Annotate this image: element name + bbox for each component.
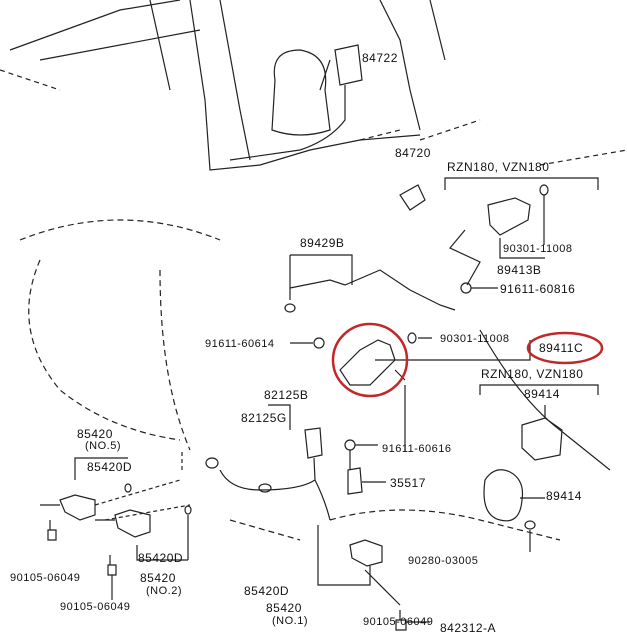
sensor-84720 <box>399 184 426 211</box>
figure-id: 842312-A <box>440 621 497 635</box>
part-85420-no2: 85420 <box>140 571 176 585</box>
part-89414-a: 89414 <box>524 387 560 401</box>
variant-label-top: RZN180, VZN180 <box>447 160 550 174</box>
part-89411C: 89411C <box>539 341 584 355</box>
bracket-84722 <box>229 44 363 161</box>
part-85420D-a: 85420D <box>87 460 133 474</box>
part-89414-b: 89414 <box>546 489 582 503</box>
part-84720: 84720 <box>395 146 431 160</box>
ring-89414-b <box>483 469 545 522</box>
part-89429B: 89429B <box>300 236 345 250</box>
part-90105-06049-a: 90105-06049 <box>10 572 81 584</box>
part-90301-11008-a: 90301-11008 <box>503 243 573 255</box>
part-82125G: 82125G <box>241 411 287 425</box>
part-91611-60616: 91611-60616 <box>382 443 452 455</box>
sensor-85420-no2 <box>95 509 151 538</box>
console-outline <box>9 0 446 171</box>
part-90105-06049-c: 90105-06049 <box>363 616 434 628</box>
sensor-82125 <box>219 404 331 521</box>
part-85420D-b: 85420D <box>138 551 184 565</box>
part-90301-11008-b: 90301-11008 <box>440 333 510 345</box>
sensor-85420-no5 <box>40 457 128 521</box>
highlight-circle-89411C-label <box>526 331 604 365</box>
part-90280-03005: 90280-03005 <box>408 555 479 567</box>
part-84722: 84722 <box>362 51 398 65</box>
note-no1: (NO.1) <box>272 615 308 627</box>
part-85420D-c: 85420D <box>244 584 290 598</box>
note-no2: (NO.2) <box>146 585 182 597</box>
part-35517: 35517 <box>390 476 426 490</box>
bracket-rzn-top <box>444 177 599 190</box>
sensor-89429B <box>289 254 456 311</box>
part-91611-60614: 91611-60614 <box>205 338 275 350</box>
fender-outline <box>19 219 561 541</box>
variant-label-bottom: RZN180, VZN180 <box>481 367 584 381</box>
part-89413B: 89413B <box>497 263 542 277</box>
part-85420-no5: 85420 <box>77 427 113 441</box>
bracket-rzn-bot <box>479 384 599 395</box>
part-85420-no1: 85420 <box>266 601 302 615</box>
note-no5: (NO.5) <box>85 440 121 452</box>
sensor-89414-a <box>521 405 563 461</box>
sensor-89413B <box>487 197 531 236</box>
highlight-circle-89411C-part <box>331 322 409 398</box>
part-91611-60816: 91611-60816 <box>500 282 576 296</box>
harness-dash <box>0 69 627 166</box>
part-90105-06049-b: 90105-06049 <box>60 601 131 613</box>
sensor-85420-no1 <box>317 525 401 606</box>
sensor-89411C <box>339 339 396 386</box>
shift-boot <box>271 49 331 136</box>
part-82125B: 82125B <box>264 388 309 402</box>
